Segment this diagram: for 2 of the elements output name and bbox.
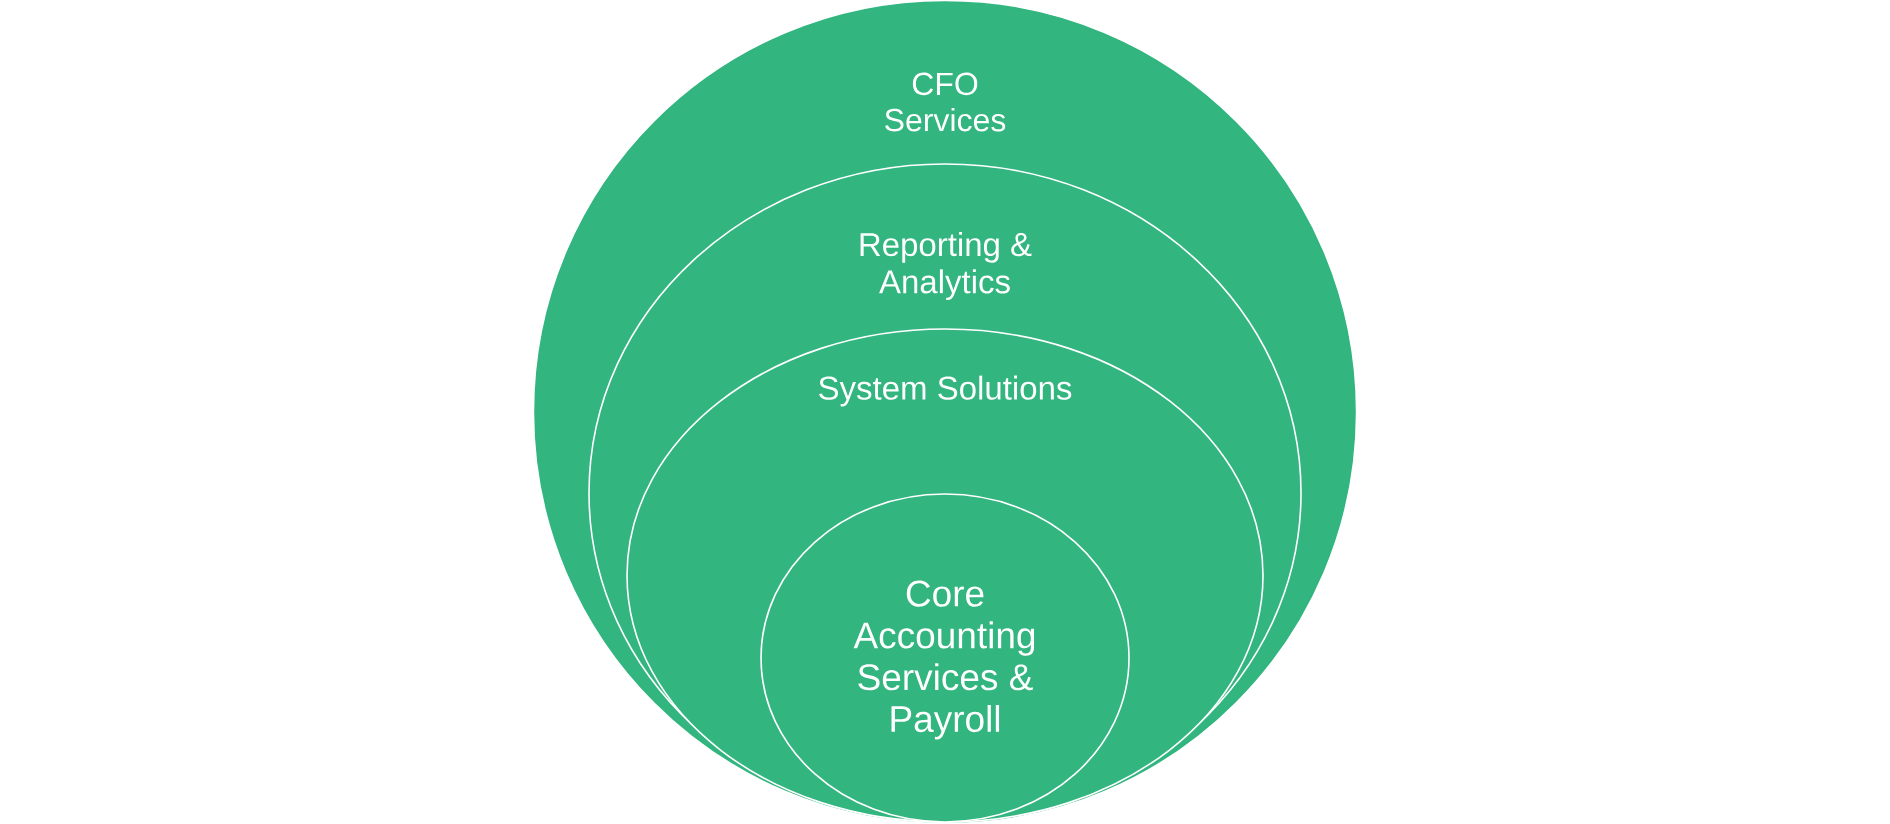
node-label: Core Accounting Services & Payroll	[853, 580, 1035, 740]
node-label: System Solutions	[819, 375, 1072, 407]
